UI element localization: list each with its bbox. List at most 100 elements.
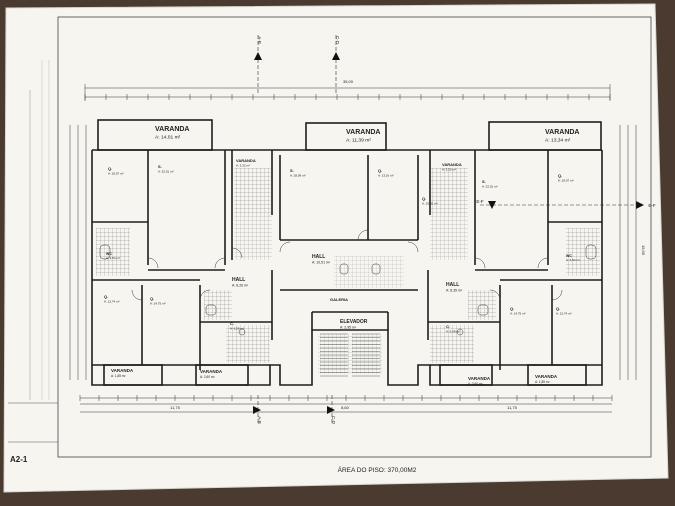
- room-name: WC: [566, 254, 572, 258]
- room-area: A: 6,58 m²: [230, 327, 244, 331]
- room-c-right: C.A: 6,58 m²: [446, 324, 460, 334]
- room-area: A: 6,58 m²: [446, 330, 460, 334]
- side-dimension-lines: [69, 125, 637, 380]
- room-area: A: 28,09 m²: [290, 174, 306, 178]
- section-label-ab-top: A-B: [257, 36, 262, 44]
- room-area: A: 11,39 m²: [346, 137, 371, 143]
- sheet-code: A2-1: [10, 455, 28, 464]
- room-area: A: 13,16 m²: [378, 174, 394, 178]
- room-area: A: 14,75 m²: [510, 312, 526, 316]
- fixtures: [99, 244, 597, 336]
- total-width-dimension: 35,00: [343, 79, 354, 84]
- room-area: A: 14,75 m²: [150, 302, 166, 306]
- total-height-dimension: 15,95: [641, 245, 646, 256]
- room-area: A: 1,85 m²: [111, 374, 126, 378]
- room-q-right-inner: Q.A: 15,65 m²: [422, 196, 438, 206]
- room-q-right-b1: Q.A: 14,75 m²: [510, 306, 526, 316]
- room-area: A: 10,51 m²: [312, 261, 331, 265]
- room-wc-right: WCA: 4,54 m²: [566, 254, 580, 262]
- room-name: Q.: [558, 173, 562, 178]
- room-area: A: 2,60 m²: [200, 375, 215, 379]
- left-half-dimension: 11,75: [170, 405, 180, 410]
- room-name: VARANDA: [236, 158, 256, 163]
- room-name: HALL: [232, 277, 245, 283]
- room-area: A: 12,74 m²: [556, 312, 572, 316]
- section-label-ab-bottom: A-B: [257, 416, 262, 424]
- section-label-cd-bottom: C-D: [331, 416, 336, 425]
- room-area: A: 12,74 m²: [104, 300, 120, 304]
- room-area: A: 1,85 m²: [535, 380, 550, 384]
- room-q-right-b2: Q.A: 12,74 m²: [556, 306, 572, 316]
- room-name: C.: [230, 321, 234, 326]
- room-area: A: 14,01 m²: [155, 134, 181, 140]
- room-name: VARANDA: [155, 126, 189, 133]
- section-label-ef-left: E-F: [476, 199, 484, 204]
- room-c-left: C.A: 6,58 m²: [230, 321, 244, 331]
- room-name: S.: [158, 164, 162, 169]
- room-area: A: 18,07 m²: [558, 179, 574, 183]
- room-name: VARANDA: [200, 369, 223, 374]
- section-label-ef-right: E-F: [648, 203, 656, 208]
- building-walls: [91, 119, 603, 386]
- room-name: S.: [482, 179, 486, 184]
- room-name: Q.: [108, 166, 112, 171]
- room-area: A: 4,54 m²: [566, 258, 580, 262]
- room-area: A: 13,34 m²: [545, 137, 571, 143]
- room-area: A: 4,54 m²: [106, 256, 120, 260]
- room-name: Q.: [150, 296, 154, 301]
- room-q-center: Q.A: 13,16 m²: [378, 168, 394, 178]
- door-swings: [131, 229, 563, 301]
- room-galeria: GALERIA: [330, 297, 348, 302]
- section-label-cd-top: C-D: [335, 36, 340, 45]
- room-area: A: 15,65 m²: [422, 202, 438, 206]
- room-name: HALL: [446, 282, 459, 288]
- room-s-right: S.A: 32,01 m²: [482, 179, 498, 189]
- room-name: Q.: [556, 306, 560, 311]
- room-q-left-top: Q.A: 18,07 m²: [108, 166, 124, 176]
- drawing-frame: [57, 16, 652, 458]
- room-name: VARANDA: [111, 368, 134, 373]
- floor-area-caption: ÁREA DO PISO: 370,00M2: [338, 465, 417, 474]
- room-name: HALL: [312, 254, 325, 260]
- room-name: S.: [290, 168, 294, 173]
- room-area: A: 8,35 m²: [446, 289, 463, 293]
- room-area: A: 2,95 m²: [340, 326, 357, 330]
- room-s-left: S.A: 32,01 m²: [158, 164, 174, 174]
- room-name: VARANDA: [468, 376, 491, 381]
- tiled-areas: [96, 168, 600, 374]
- room-name: C.: [446, 324, 450, 329]
- room-area: A: 32,01 m²: [482, 185, 498, 189]
- staircase: [320, 333, 380, 377]
- room-area: A: 8,26 m²: [232, 284, 249, 288]
- room-area: A: 3,32 m²: [236, 164, 250, 168]
- room-name: VARANDA: [535, 374, 558, 379]
- room-name: GALERIA: [330, 297, 348, 302]
- room-area: A: 3,32 m²: [442, 168, 456, 172]
- room-wc-left: WCA: 4,54 m²: [106, 252, 120, 260]
- room-name: Q.: [510, 306, 514, 311]
- room-area: A: 2,60 m²: [468, 382, 483, 386]
- room-area: A: 18,07 m²: [108, 172, 124, 176]
- right-half-dimension: 11,75: [507, 405, 517, 410]
- room-q-left-b1: Q.A: 12,74 m²: [104, 294, 120, 304]
- room-name: VARANDA: [346, 129, 380, 136]
- room-s-center: S.A: 28,09 m²: [290, 168, 306, 178]
- room-name: Q.: [378, 168, 382, 173]
- room-q-left-b2: Q.A: 14,75 m²: [150, 296, 166, 306]
- room-q-right-top: Q.A: 18,07 m²: [558, 173, 574, 183]
